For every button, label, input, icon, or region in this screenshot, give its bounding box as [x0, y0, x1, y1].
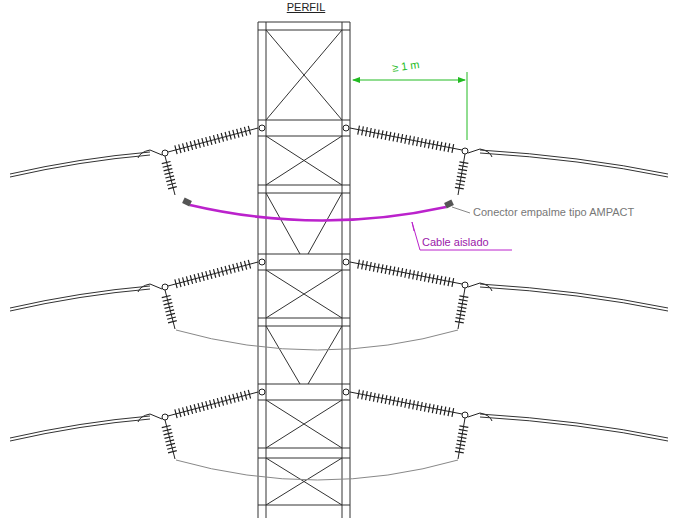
cable-label: Cable aislado	[422, 236, 489, 248]
dimension-label: ≥ 1 m	[391, 58, 420, 74]
diagram-title: PERFIL	[287, 1, 326, 13]
connector-label: Conector empalme tipo AMPACT	[473, 206, 634, 218]
